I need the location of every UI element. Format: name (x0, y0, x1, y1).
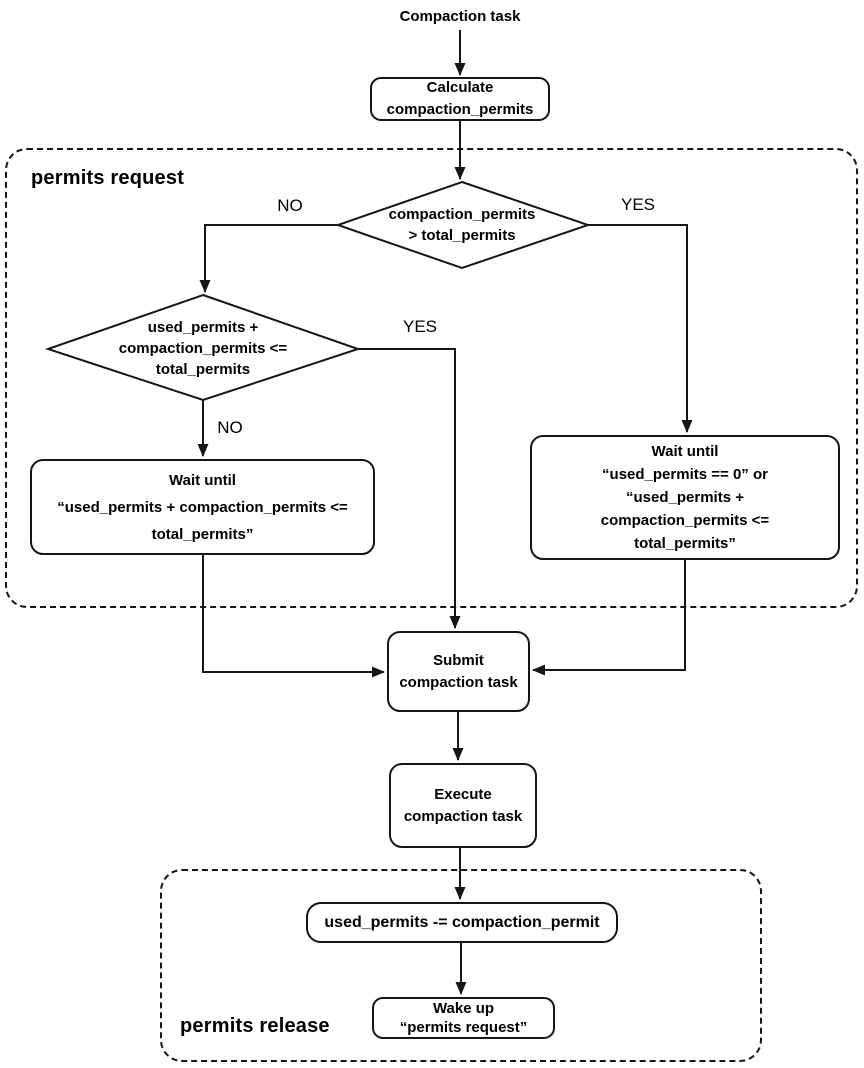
node-line: used_permits + (147, 318, 259, 336)
decision1-no-label: NO (277, 196, 303, 215)
connector-wait-left-to-submit (202, 555, 385, 678)
node-line: total_permits” (634, 535, 736, 552)
node-submit: Submit compaction task (387, 631, 530, 712)
decision2-text: used_permits + compaction_permits <= tot… (93, 312, 313, 384)
permits-request-label: permits request (31, 167, 185, 189)
permits-request-container (5, 148, 858, 608)
node-line: Execute (434, 785, 492, 803)
node-wakeup: Wake up “permits request” (372, 997, 555, 1039)
node-line: Wait until (651, 443, 719, 460)
node-wait-right: Wait until “used_permits == 0” or “used_… (530, 435, 840, 560)
node-line: compaction task (403, 807, 523, 825)
node-line: “permits request” (399, 1019, 528, 1036)
decision1-yes-label: YES (620, 195, 656, 214)
connector-decision1-no-to-decision2 (199, 224, 340, 293)
start-label: Compaction task (399, 8, 521, 25)
node-line: “used_permits + (626, 489, 744, 506)
permits-release-label: permits release (180, 1015, 330, 1037)
connector-decision2-yes-to-submit (356, 348, 461, 629)
connector-wait-right-to-submit (532, 560, 686, 676)
decision1-text: compaction_permits > total_permits (362, 192, 562, 258)
node-line: total_permits” (151, 525, 254, 543)
node-line: > total_permits (408, 227, 516, 244)
node-line: Submit (433, 651, 484, 669)
node-line: compaction task (399, 673, 518, 691)
node-line: compaction_permits <= (600, 512, 770, 529)
node-line: Calculate (426, 79, 494, 96)
decision1-diamond-shape (334, 180, 592, 270)
node-decrement: used_permits -= compaction_permit (306, 902, 618, 943)
decision2-yes-label: YES (402, 317, 438, 336)
node-line: used_permits -= compaction_permit (324, 913, 600, 931)
node-line: Wake up (432, 1000, 495, 1017)
node-line: Wait until (169, 471, 236, 489)
node-line: total_permits (155, 360, 251, 378)
node-line: compaction_permits <= (118, 339, 288, 357)
decision2-no-label: NO (217, 418, 243, 437)
node-line: “used_permits == 0” or (602, 466, 768, 483)
node-line: compaction_permits (388, 206, 536, 223)
node-calculate: Calculate compaction_permits (370, 77, 550, 121)
node-execute: Execute compaction task (389, 763, 537, 848)
node-line: “used_permits + compaction_permits <= (57, 498, 348, 516)
connector-decision1-yes-to-wait-right (586, 224, 693, 433)
node-wait-left: Wait until “used_permits + compaction_pe… (30, 459, 375, 555)
node-line: compaction_permits (386, 101, 534, 118)
decision2-diamond-shape (44, 293, 362, 402)
